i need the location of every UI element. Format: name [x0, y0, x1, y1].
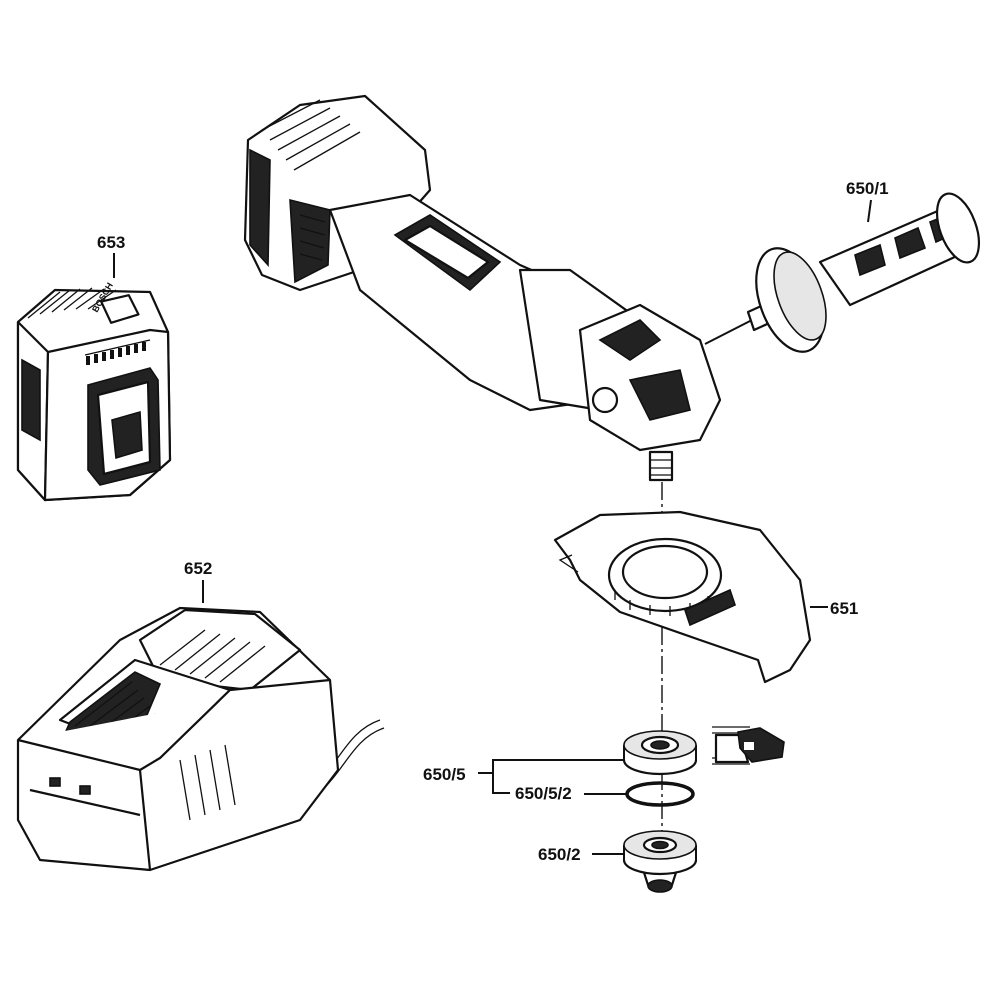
o-ring-icon	[625, 781, 695, 807]
callout-651: 651	[830, 599, 858, 618]
callout-653: 653	[97, 233, 125, 252]
callout-650-5: 650/5	[423, 765, 466, 784]
angle-grinder-icon	[243, 94, 722, 482]
callout-652: 652	[184, 559, 212, 578]
callout-650-1: 650/1	[846, 179, 889, 198]
side-handle-icon	[704, 192, 981, 353]
battery-pack-icon: BOSCH	[16, 281, 172, 502]
callout-650-2: 650/2	[538, 845, 581, 864]
battery-vent-slots	[86, 342, 146, 365]
leader-650-5	[478, 759, 624, 774]
spanner-tool-icon	[712, 726, 785, 765]
leader-650-1	[867, 199, 872, 223]
leader-650-5-bracket	[492, 773, 510, 794]
mounting-flange-icon	[622, 830, 698, 893]
callout-650-5-2: 650/5/2	[515, 784, 572, 803]
wheel-guard-icon	[553, 510, 812, 684]
charger-icon	[16, 606, 385, 872]
clamping-nut-icon	[622, 730, 698, 776]
